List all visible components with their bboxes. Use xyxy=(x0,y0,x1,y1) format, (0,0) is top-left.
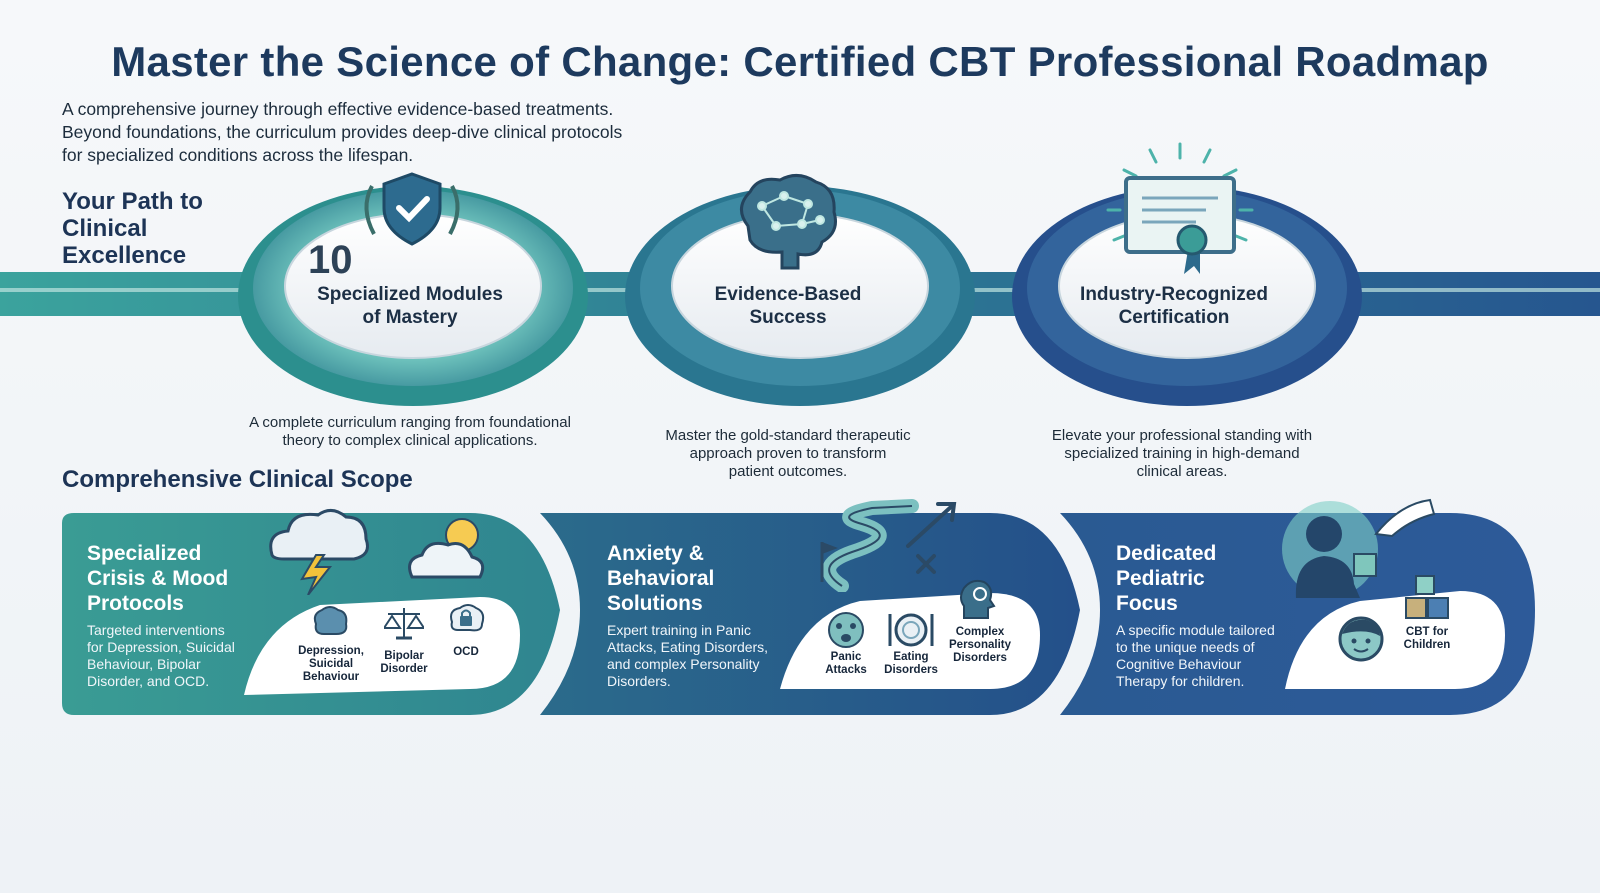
scope-tile-label-line: Eating xyxy=(893,651,929,663)
stage-description-line: Elevate your professional standing with xyxy=(1051,427,1313,444)
head-gear-icon xyxy=(960,579,996,619)
scope-tile-label: Depression, Suicidal Behaviour xyxy=(296,645,366,684)
lock-thought-icon xyxy=(450,604,485,632)
plate-cutlery-icon xyxy=(888,613,934,647)
scope-tile-label: Bipolar Disorder xyxy=(372,650,436,676)
path-heading-line: Excellence xyxy=(62,242,187,269)
scope-tile-label-line: Complex xyxy=(955,626,1005,638)
stage-description-line: A complete curriculum ranging from found… xyxy=(249,414,571,431)
scope-card-title: Dedicated Pediatric Focus xyxy=(1116,541,1316,616)
scope-card-title-line: Dedicated xyxy=(1116,542,1217,565)
stage-label-line: Evidence-Based xyxy=(714,284,862,305)
stage-label: Specialized Modules of Mastery xyxy=(290,283,530,329)
certificate-icon xyxy=(1106,142,1254,274)
scope-card-body-line: Cognitive Behaviour xyxy=(1116,656,1242,672)
scales-icon xyxy=(384,608,424,640)
scope-tile-panel xyxy=(1285,591,1505,689)
scope-card-title: Anxiety & Behavioral Solutions xyxy=(607,541,807,616)
scope-card-body-line: for Depression, Suicidal xyxy=(87,639,235,655)
stage-label-line: of Mastery xyxy=(362,307,458,328)
scope-tile-label-line: Panic xyxy=(830,651,862,663)
scope-tile-label: Complex Personality Disorders xyxy=(940,626,1020,665)
subtitle-line: A comprehensive journey through effectiv… xyxy=(62,99,614,119)
stage-label: Industry-Recognized Certification xyxy=(1054,283,1294,329)
stage-disc xyxy=(1012,186,1362,406)
scope-card-body: A specific module tailored to the unique… xyxy=(1116,622,1306,690)
scope-card-body-line: Expert training in Panic xyxy=(607,622,751,638)
path-heading: Your Path to Clinical Excellence xyxy=(62,188,262,269)
scope-card-body-line: Attacks, Eating Disorders, xyxy=(607,639,769,655)
stage-disc xyxy=(625,186,975,406)
scope-card-body-line: Disorder, and OCD. xyxy=(87,673,210,689)
page-title: Master the Science of Change: Certified … xyxy=(111,38,1489,85)
child-blocks-icon xyxy=(1282,498,1436,598)
scope-tile-label-line: CBT for xyxy=(1405,626,1449,638)
stage-label-line: Success xyxy=(749,307,827,328)
scope-tile-label-line: Attacks xyxy=(825,664,867,676)
stage-description-line: approach proven to transform xyxy=(689,445,887,462)
scope-tile-label-line: Personality xyxy=(949,639,1011,651)
stage-label-line: Certification xyxy=(1118,307,1230,328)
scope-card-title-line: Solutions xyxy=(607,592,703,615)
scope-card-body-line: A specific module tailored xyxy=(1116,622,1275,638)
scope-tile-label-line: Bipolar xyxy=(384,650,424,662)
scope-tile-label: CBT for Children xyxy=(1394,626,1460,652)
page-subtitle: A comprehensive journey through effectiv… xyxy=(62,98,762,167)
stage-description-line: clinical areas. xyxy=(1136,463,1228,480)
scope-tile-label: Panic Attacks xyxy=(818,651,874,677)
stage-description: Elevate your professional standing with … xyxy=(1002,427,1362,481)
scope-card-title-line: Protocols xyxy=(87,592,184,615)
subtitle-line: for specialized conditions across the li… xyxy=(62,145,414,165)
stage-number: 10 xyxy=(308,238,353,282)
winding-path-icon xyxy=(820,499,957,592)
scope-card-title-line: Behavioral xyxy=(607,567,715,590)
stage-description: Master the gold-standard therapeutic app… xyxy=(608,427,968,481)
stage-disc xyxy=(238,186,588,406)
scope-card-body-line: and complex Personality xyxy=(607,656,760,672)
scope-tile-label-line: Disorder xyxy=(380,663,428,675)
scope-card-title-line: Specialized xyxy=(87,542,202,565)
stage-description-line: specialized training in high-demand xyxy=(1064,445,1300,462)
storm-cloud-icon xyxy=(269,509,485,595)
scope-card-title-line: Pediatric xyxy=(1116,567,1205,590)
scope-tile-label-line: Behaviour xyxy=(302,671,360,683)
roadmap-band xyxy=(0,186,1600,406)
scope-card-body-line: Behaviour, Bipolar xyxy=(87,656,201,672)
scope-card-body-line: to the unique needs of xyxy=(1116,639,1255,655)
stage-description-line: theory to complex clinical applications. xyxy=(282,432,538,449)
panic-face-icon xyxy=(828,612,864,648)
blocks-icon xyxy=(1405,575,1449,619)
scope-tile-label-line: Disorders xyxy=(884,664,938,676)
child-face-icon xyxy=(1338,616,1384,662)
scope-card-title: Specialized Crisis & Mood Protocols xyxy=(87,541,287,616)
scope-card-body-line: Disorders. xyxy=(607,673,671,689)
stage-label: Evidence-Based Success xyxy=(668,283,908,329)
scope-card-title-line: Crisis & Mood xyxy=(87,567,229,590)
path-heading-line: Your Path to xyxy=(62,188,203,215)
scope-card-body-line: Therapy for children. xyxy=(1116,673,1245,689)
scope-heading: Comprehensive Clinical Scope xyxy=(62,466,413,493)
scope-card-body: Targeted interventions for Depression, S… xyxy=(87,622,262,690)
stage-description-line: patient outcomes. xyxy=(728,463,848,480)
scope-tile-label-line: OCD xyxy=(453,646,479,658)
subtitle-line: Beyond foundations, the curriculum provi… xyxy=(62,122,623,142)
scope-tile-label-line: Depression, xyxy=(298,645,364,657)
brain-icon xyxy=(313,606,348,635)
stage-description-line: Master the gold-standard therapeutic xyxy=(665,427,911,444)
scope-tile-label-line: Children xyxy=(1403,639,1451,651)
brain-network-icon xyxy=(740,174,837,270)
scope-tile-label-line: Suicidal xyxy=(308,658,354,670)
scope-card-title-line: Focus xyxy=(1116,592,1178,615)
stage-label-line: Specialized Modules xyxy=(317,284,503,305)
scope-card-body-line: Targeted interventions xyxy=(87,622,225,638)
scope-tile-label: Eating Disorders xyxy=(880,651,942,677)
stage-label-line: Industry-Recognized xyxy=(1080,284,1268,305)
scope-card-body: Expert training in Panic Attacks, Eating… xyxy=(607,622,797,690)
scope-tile-label-line: Disorders xyxy=(953,652,1007,664)
shield-check-icon xyxy=(364,172,460,246)
stage-description: A complete curriculum ranging from found… xyxy=(230,414,590,450)
scope-card-title-line: Anxiety & xyxy=(607,542,704,565)
scope-tile-label: OCD xyxy=(442,646,490,659)
path-heading-line: Clinical xyxy=(62,215,148,242)
